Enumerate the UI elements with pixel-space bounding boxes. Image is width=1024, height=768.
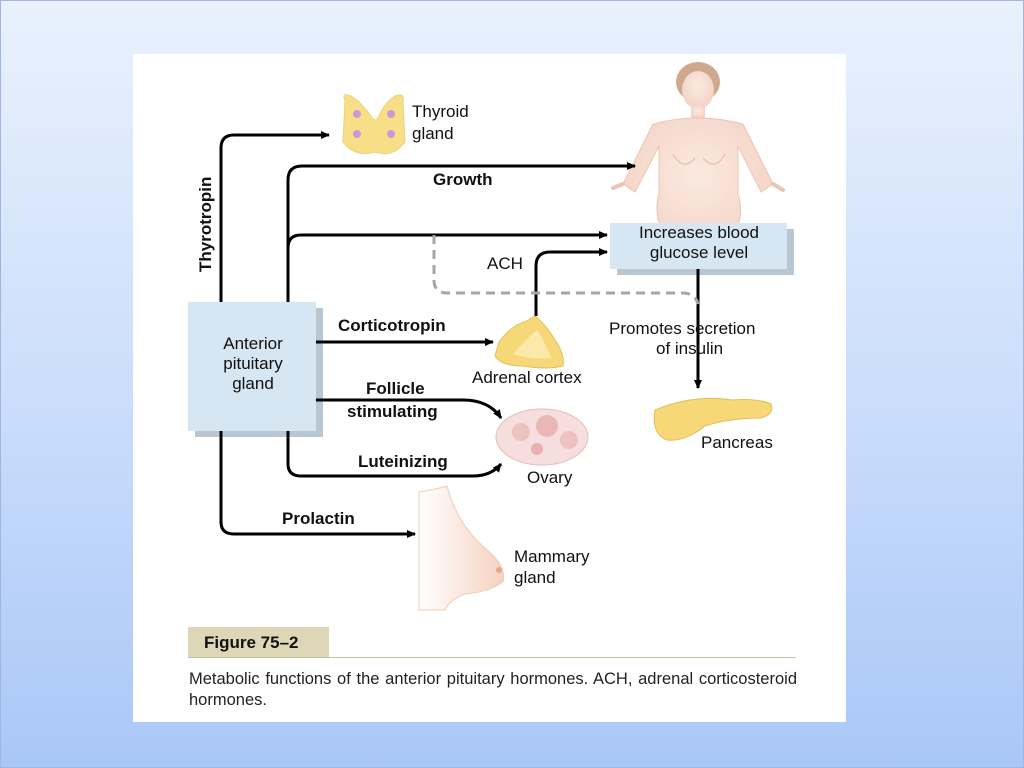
luteinizing-arrow	[286, 431, 503, 478]
follicle-stimulating-arrow	[316, 398, 503, 419]
figure-caption: Metabolic functions of the anterior pitu…	[189, 670, 797, 709]
adrenal-cortex-illustration	[494, 315, 564, 369]
adrenal-cortex-label: Adrenal cortex	[472, 368, 582, 387]
ovary-label: Ovary	[527, 468, 573, 487]
hormone-diagram: Anterior pituitary gland Increases blood…	[188, 62, 794, 611]
caption-divider	[188, 657, 796, 658]
follicle-label-line-1: Follicle	[366, 379, 425, 398]
ach-dashed-pathway	[432, 235, 700, 305]
anterior-pituitary-box	[188, 302, 316, 431]
glucose-box-line-1: Increases blood	[639, 223, 759, 242]
thyrotropin-label: Thyrotropin	[196, 177, 215, 272]
mammary-label-line-1: Mammary	[514, 547, 590, 566]
ovary-illustration	[495, 408, 589, 466]
corticotropin-label: Corticotropin	[338, 316, 446, 335]
growth-arrow	[286, 162, 636, 302]
ach-label: ACH	[487, 254, 523, 273]
glucose-box-line-2: glucose level	[650, 243, 748, 262]
pancreas-illustration	[653, 397, 773, 441]
mammary-label-line-2: gland	[514, 568, 556, 587]
thyroid-label-line-2: gland	[412, 124, 454, 143]
growth-label: Growth	[433, 170, 493, 189]
pancreas-label: Pancreas	[701, 433, 773, 452]
insulin-label-line-1: Promotes secretion	[609, 319, 755, 338]
prolactin-arrow	[219, 431, 416, 538]
prolactin-label: Prolactin	[282, 509, 355, 528]
pituitary-label-line-1: Anterior	[223, 334, 283, 353]
follicle-label-line-2: stimulating	[347, 402, 438, 421]
thyroid-label-line-1: Thyroid	[412, 102, 469, 121]
ach-arrow	[534, 248, 608, 316]
glucose-arrow	[286, 231, 608, 249]
thyroid-gland-illustration	[342, 94, 406, 155]
pituitary-label-line-3: gland	[232, 374, 274, 393]
pituitary-label-line-2: pituitary	[223, 354, 283, 373]
insulin-label-line-2: of insulin	[656, 339, 723, 358]
mammary-gland-illustration	[418, 485, 505, 611]
luteinizing-label: Luteinizing	[358, 452, 448, 471]
figure-label: Figure 75–2	[188, 627, 329, 658]
glucose-effect-box	[610, 223, 787, 269]
figure-panel: Anterior pituitary gland Increases blood…	[133, 54, 846, 722]
thyrotropin-arrow	[219, 131, 330, 302]
